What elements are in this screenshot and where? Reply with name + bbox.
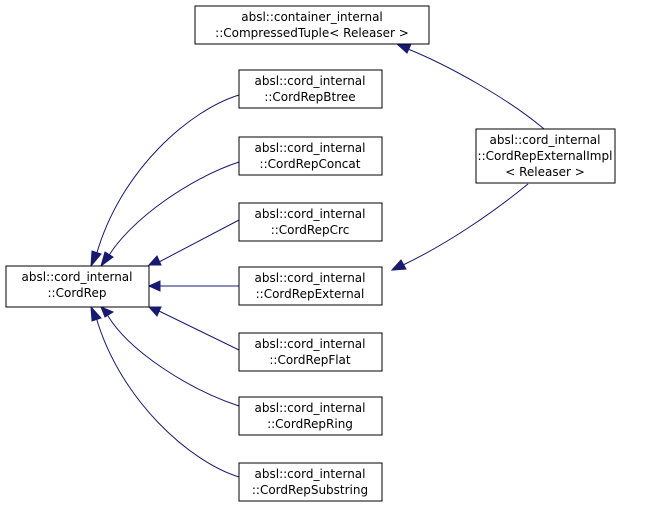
edge-external-impl-to-compressed-tuple — [395, 43, 545, 130]
node-label-line1: absl::cord_internal — [255, 271, 366, 285]
node-label-line2: ::CordRepExternalImpl — [478, 149, 613, 163]
node-label-line1: absl::cord_internal — [255, 141, 366, 155]
edge-line — [107, 161, 240, 258]
node-label-line2: ::CordRepBtree — [264, 90, 355, 104]
edge-arrowhead — [395, 43, 412, 54]
edge-line — [95, 94, 240, 257]
node-label-line1: absl::cord_internal — [490, 133, 601, 147]
edge-arrowhead — [390, 259, 407, 271]
node-cordrep-flat[interactable]: absl::cord_internal ::CordRepFlat — [238, 332, 383, 372]
edge-arrowhead — [147, 280, 161, 292]
edge-substring-to-cordrep — [90, 305, 240, 478]
edge-arrowhead — [147, 306, 162, 317]
node-label-line1: absl::container_internal — [241, 10, 383, 24]
edge-arrowhead — [147, 255, 162, 266]
edge-concat-to-cordrep — [100, 161, 240, 268]
node-label-line2: ::CordRepConcat — [260, 157, 361, 171]
edge-arrowhead — [100, 251, 114, 268]
node-label-line2: ::CordRepFlat — [269, 353, 351, 367]
node-label-line1: absl::cord_internal — [255, 337, 366, 351]
edge-arrowhead — [100, 306, 115, 318]
edge-line — [158, 310, 240, 351]
node-cordrep-concat[interactable]: absl::cord_internal ::CordRepConcat — [238, 136, 383, 176]
edge-line — [407, 48, 545, 130]
edge-line — [95, 316, 240, 478]
edge-flat-to-cordrep — [147, 306, 240, 351]
edge-arrowhead — [90, 305, 102, 322]
edge-line — [402, 183, 529, 266]
node-cordrep-external-impl[interactable]: absl::cord_internal ::CordRepExternalImp… — [475, 128, 616, 184]
edge-arrowhead — [90, 250, 102, 268]
node-label-line1: absl::cord_internal — [255, 74, 366, 88]
node-cordrep-btree[interactable]: absl::cord_internal ::CordRepBtree — [238, 69, 383, 109]
node-label-line2: ::CordRepRing — [267, 417, 353, 431]
edge-external-to-cordrep — [147, 280, 239, 292]
edge-crc-to-cordrep — [147, 219, 240, 266]
node-label-line2: ::CordRepSubstring — [252, 483, 368, 497]
node-cordrep-ring[interactable]: absl::cord_internal ::CordRepRing — [238, 396, 383, 436]
edge-line — [158, 219, 240, 263]
edge-ring-to-cordrep — [100, 306, 240, 407]
node-cordrep[interactable]: absl::cord_internal ::CordRep — [5, 265, 150, 308]
edge-btree-to-cordrep — [90, 94, 240, 268]
node-label-line2: ::CordRepCrc — [271, 223, 350, 237]
node-label-line2: ::CordRep — [48, 286, 107, 300]
edge-external-impl-to-external — [390, 183, 529, 271]
node-cordrep-external[interactable]: absl::cord_internal ::CordRepExternal — [238, 266, 383, 306]
node-label-line1: absl::cord_internal — [22, 270, 133, 284]
node-compressed-tuple[interactable]: absl::container_internal ::CompressedTup… — [194, 5, 430, 45]
node-cordrep-crc[interactable]: absl::cord_internal ::CordRepCrc — [238, 202, 383, 242]
node-label-line2: ::CordRepExternal — [256, 287, 365, 301]
node-cordrep-substring[interactable]: absl::cord_internal ::CordRepSubstring — [238, 462, 383, 502]
node-label-line2: ::CompressedTuple< Releaser > — [215, 26, 409, 40]
node-label-line3: < Releaser > — [505, 165, 585, 179]
node-label-line1: absl::cord_internal — [255, 467, 366, 481]
node-label-line1: absl::cord_internal — [255, 401, 366, 415]
edge-line — [107, 315, 240, 407]
node-label-line1: absl::cord_internal — [255, 207, 366, 221]
